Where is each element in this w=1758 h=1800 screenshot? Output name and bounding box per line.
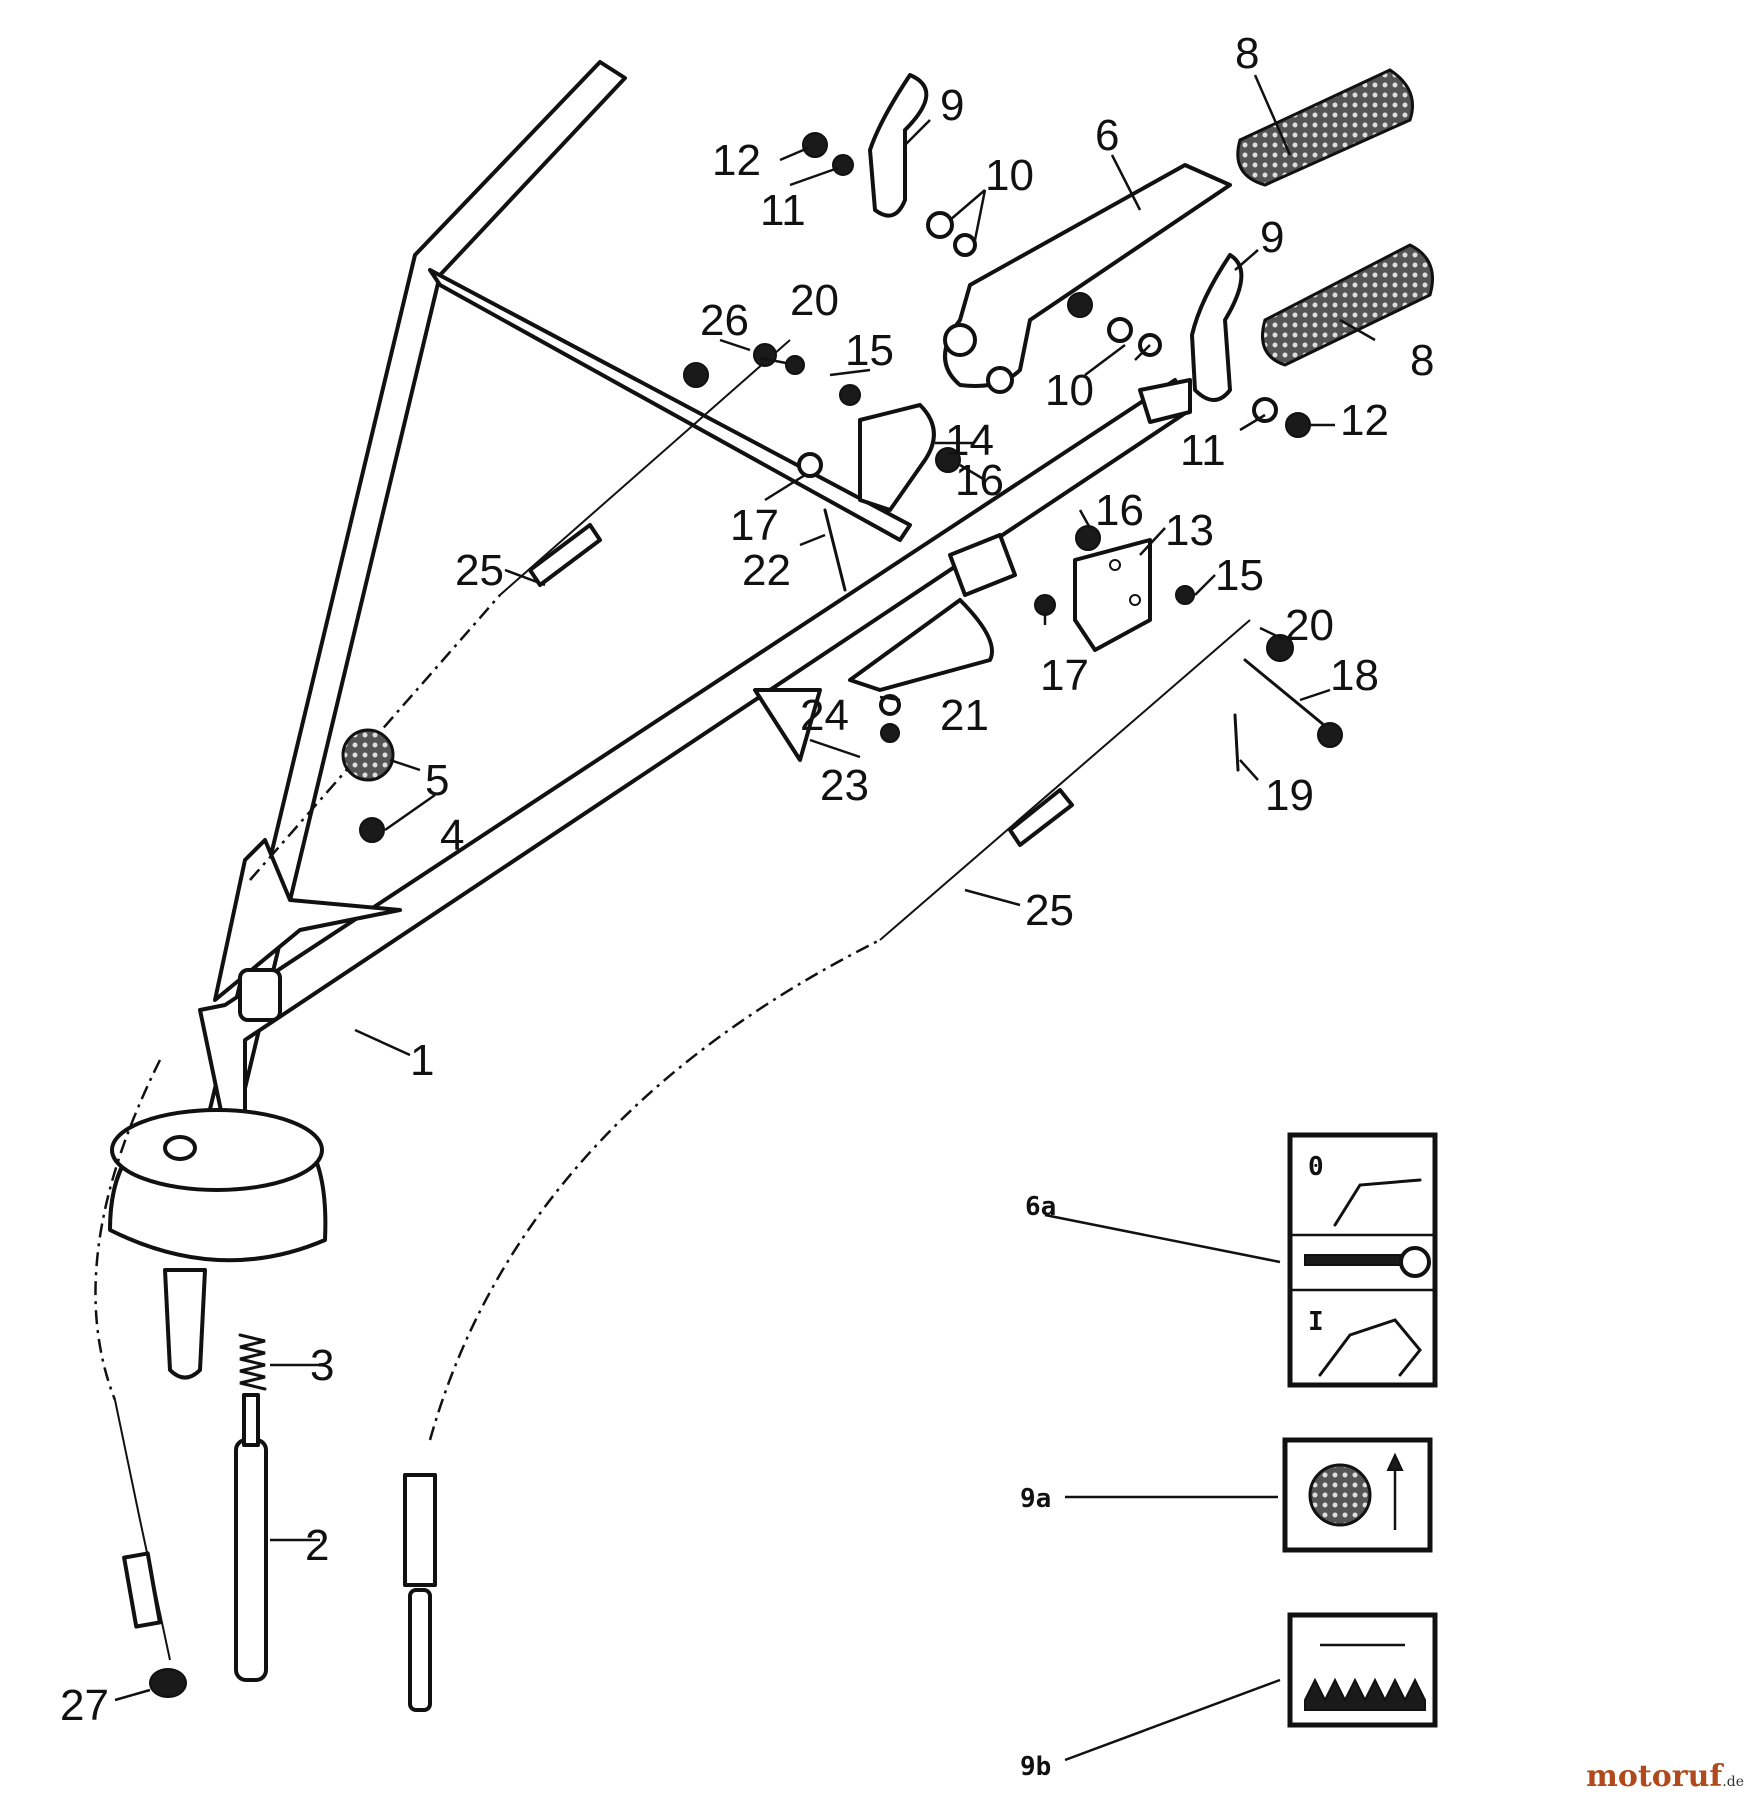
callout-6: 6 <box>1095 111 1119 160</box>
callout-3: 3 <box>310 1341 334 1390</box>
pin-19 <box>1233 713 1240 772</box>
watermark-logo: motoruf.de <box>1586 1759 1744 1794</box>
leader-lines <box>114 74 1376 1702</box>
callout-25: 25 <box>455 546 504 595</box>
decal-6a-symbol-0: 0 <box>1308 1152 1324 1182</box>
callout-22: 22 <box>742 546 791 595</box>
callout-26: 26 <box>700 296 749 345</box>
shift-rod <box>234 1393 268 1682</box>
callout-27: 27 <box>60 1681 109 1730</box>
callout-20: 20 <box>1285 601 1334 650</box>
callout-7: 8 <box>1235 29 1259 78</box>
support-23 <box>753 688 822 762</box>
bracket-13 <box>1073 538 1152 652</box>
decal-label-6a: 6a <box>1025 1192 1056 1222</box>
callout-labels: 8 6 9 12 11 10 9 26 20 15 8 10 12 14 11 … <box>60 29 1434 1730</box>
nut-4 <box>359 817 385 843</box>
callout-9: 9 <box>940 81 964 130</box>
callout-11: 11 <box>760 186 806 235</box>
callout-1: 1 <box>410 1036 434 1085</box>
callout-8: 8 <box>1410 336 1434 385</box>
callout-23: 23 <box>820 761 869 810</box>
callout-18: 18 <box>1330 651 1379 700</box>
clutch-lever-left <box>868 73 929 218</box>
callout-12: 12 <box>1340 396 1389 445</box>
handlebar-frame <box>198 60 1192 1132</box>
callout-4: 4 <box>440 811 464 860</box>
callout-10: 10 <box>985 151 1034 200</box>
bracket-14 <box>858 403 936 512</box>
spacer-tube <box>948 533 1017 597</box>
decal-9a: 9a <box>1020 1437 1433 1553</box>
callout-13: 13 <box>1165 506 1214 555</box>
knob-5 <box>341 728 395 782</box>
callout-16: 16 <box>1095 486 1144 535</box>
decal-label-9a: 9a <box>1020 1484 1051 1514</box>
callout-5: 5 <box>425 756 449 805</box>
decal-label-9b: 9b <box>1020 1752 1051 1782</box>
callout-21: 21 <box>940 691 989 740</box>
callout-25: 25 <box>1025 886 1074 935</box>
hand-grip-7 <box>1236 68 1414 187</box>
decal-9b: 9b <box>1020 1612 1438 1782</box>
callout-14: 14 <box>945 416 994 465</box>
hand-grip-8 <box>1261 243 1434 367</box>
callout-2: 2 <box>305 1521 329 1570</box>
callout-17: 17 <box>730 501 779 550</box>
bolt-22 <box>823 508 847 592</box>
callout-16: 16 <box>955 456 1004 505</box>
decal-6a: 0 I 6a <box>1025 1132 1438 1388</box>
callout-15: 15 <box>1215 551 1264 600</box>
handlebar-base <box>108 1108 328 1380</box>
upper-handle <box>943 163 1232 394</box>
decal-6a-symbol-i: I <box>1308 1307 1324 1337</box>
callout-20: 20 <box>790 276 839 325</box>
clutch-lever-right <box>1190 253 1244 402</box>
callout-19: 19 <box>1265 771 1314 820</box>
callout-15: 15 <box>845 326 894 375</box>
callout-10: 10 <box>1045 366 1094 415</box>
callout-17: 17 <box>1040 651 1089 700</box>
callout-11: 11 <box>1180 426 1226 475</box>
callout-12: 12 <box>712 136 761 185</box>
cables <box>94 339 1251 1712</box>
spring <box>238 1333 267 1391</box>
bolt-18 <box>1243 658 1343 748</box>
callout-9: 9 <box>1260 213 1284 262</box>
bracket-21 <box>848 598 994 692</box>
callout-24: 24 <box>800 691 849 740</box>
